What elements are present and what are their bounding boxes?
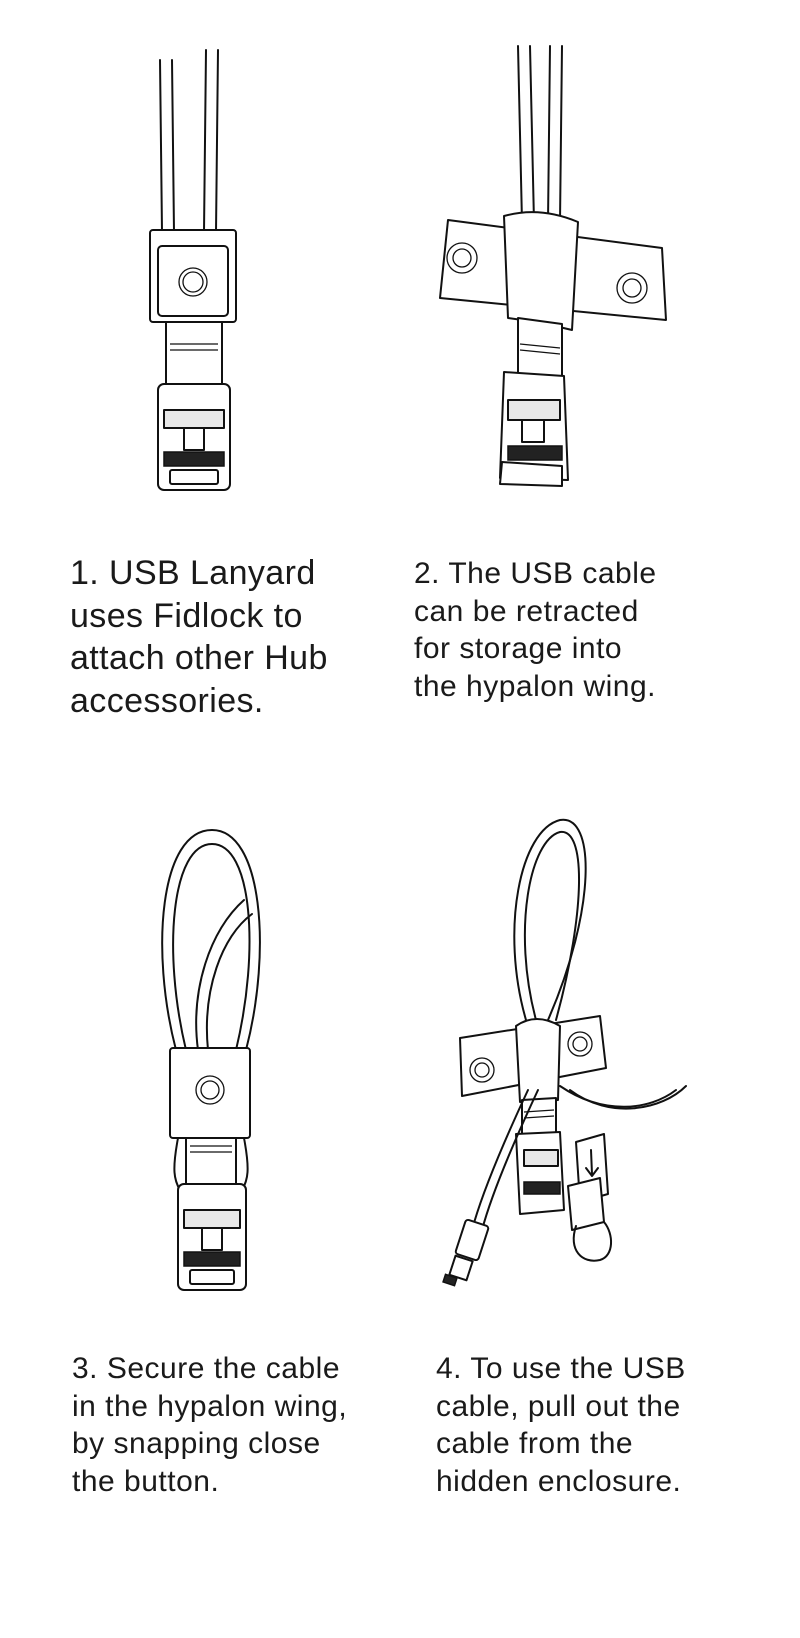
step-2: 2. The USB cable can be retracted for st… [400, 0, 800, 760]
lanyard-illustration-step-1 [149, 49, 237, 491]
step-4-caption: 4. To use the USB cable, pull out the ca… [436, 1352, 686, 1498]
step-1: 1. USB Lanyard uses Fidlock to attach ot… [0, 0, 400, 760]
step-3: 3. Secure the cable in the hypalon wing,… [0, 790, 400, 1638]
step-1-caption: 1. USB Lanyard uses Fidlock to attach ot… [70, 554, 328, 720]
step-2-caption: 2. The USB cable can be retracted for st… [414, 557, 657, 703]
lanyard-illustration-step-2 [439, 45, 667, 487]
lanyard-illustration-step-4 [442, 818, 687, 1287]
step-3-caption: 3. Secure the cable in the hypalon wing,… [72, 1352, 348, 1498]
lanyard-illustration-step-3 [161, 829, 261, 1291]
step-4: 4. To use the USB cable, pull out the ca… [400, 790, 800, 1638]
